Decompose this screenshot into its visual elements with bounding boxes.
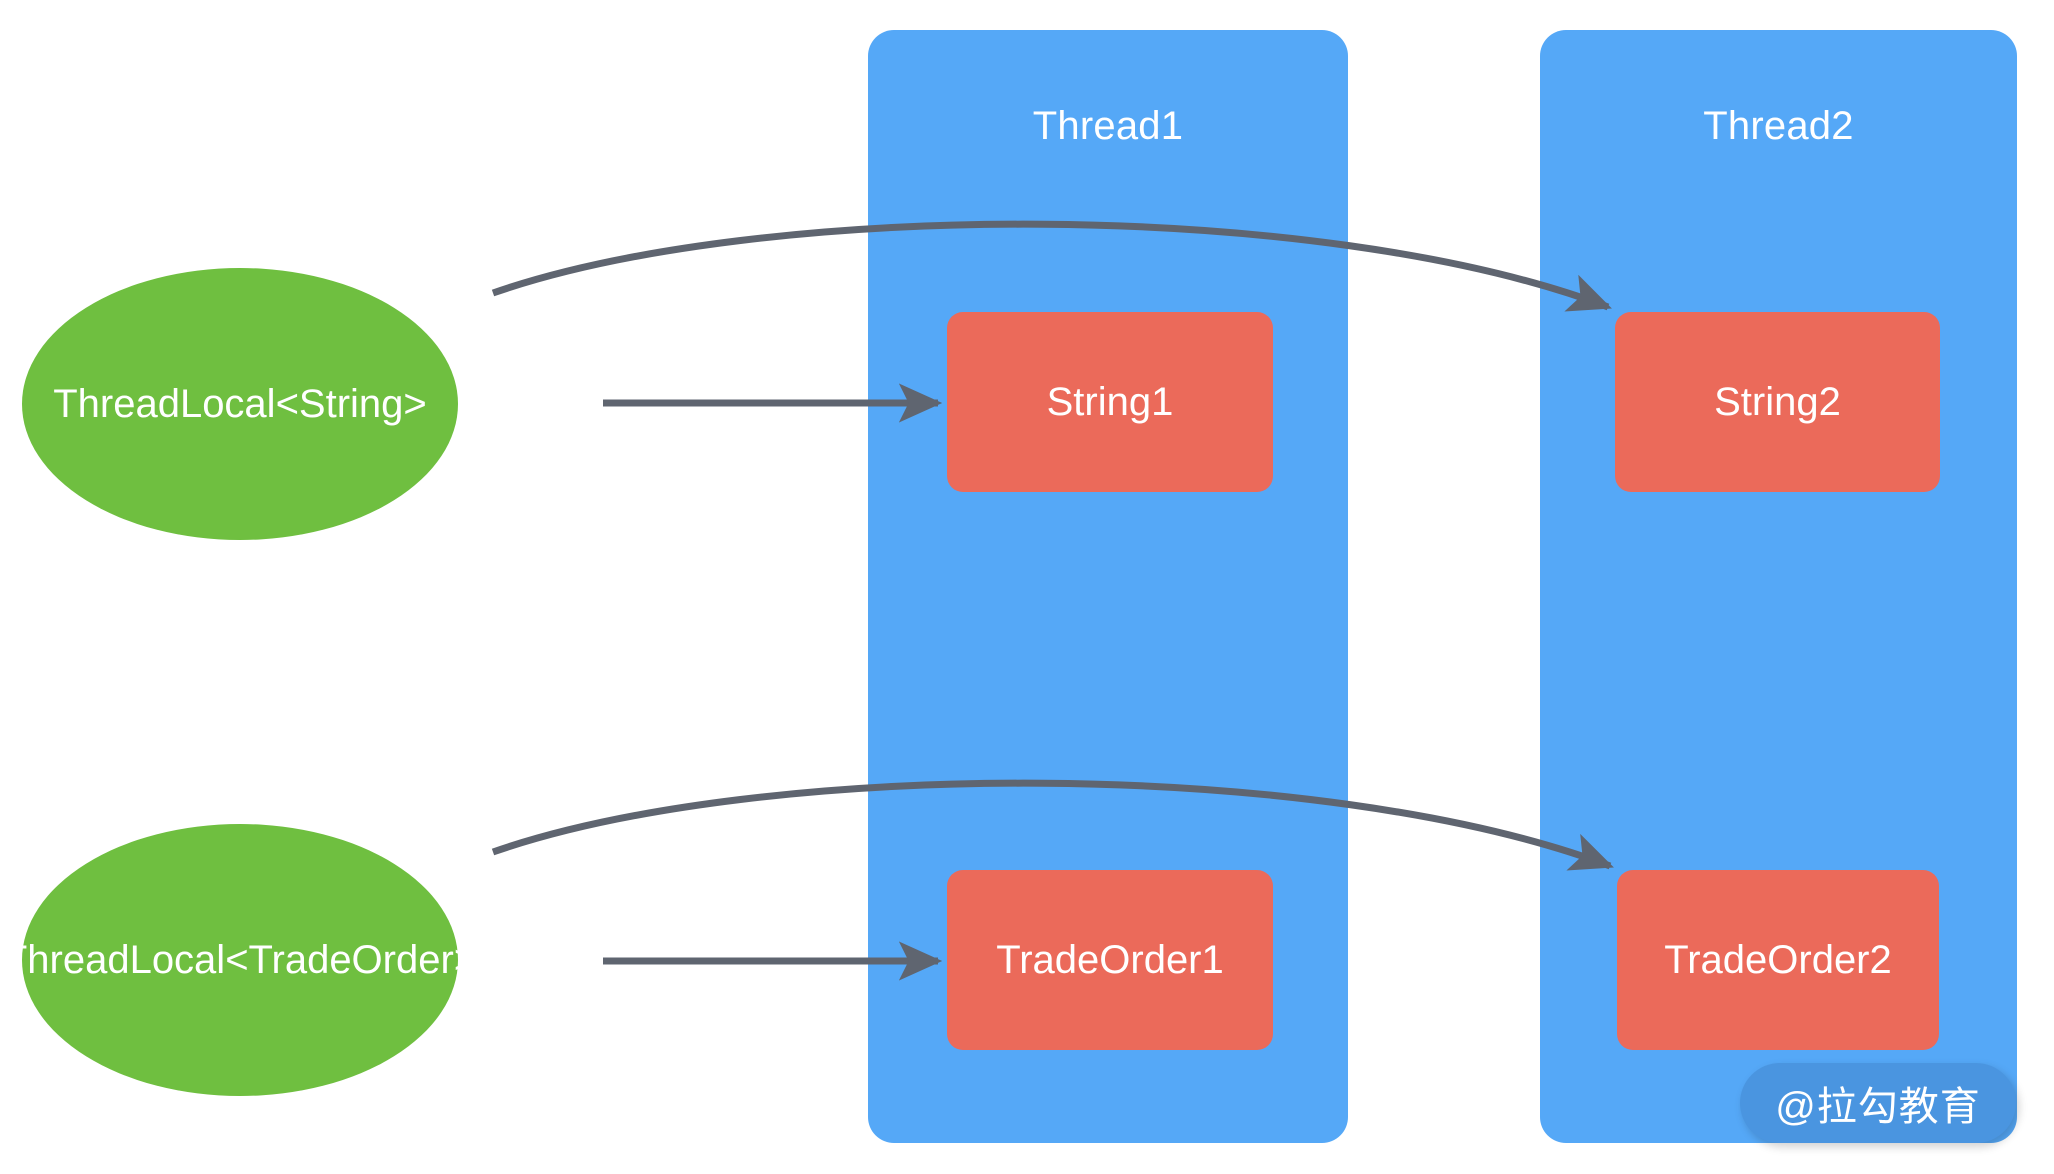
value-box-label-tradeorder1: TradeOrder1 [996,937,1224,982]
value-box-tradeorder2: TradeOrder2 [1617,870,1939,1050]
value-box-label-tradeorder2: TradeOrder2 [1664,937,1892,982]
threadlocal-node-tradeorder: ThreadLocal<TradeOrder> [3,824,477,1096]
value-box-string2: String2 [1615,312,1940,492]
value-box-string1: String1 [947,312,1273,492]
watermark-label: @拉勾教育 [1775,1085,1981,1129]
thread-title-thread1: Thread1 [1032,104,1184,148]
threadlocal-node-label-tradeorder: ThreadLocal<TradeOrder> [2,937,478,982]
value-box-label-string1: String1 [1046,379,1174,424]
thread-title-thread2: Thread2 [1703,104,1854,148]
threadlocal-node-string: ThreadLocal<String> [22,268,458,540]
watermark-badge: @拉勾教育 [1740,1063,2016,1143]
value-box-label-string2: String2 [1714,379,1841,424]
value-box-tradeorder1: TradeOrder1 [947,870,1273,1050]
threadlocal-node-label-string: ThreadLocal<String> [53,381,427,426]
